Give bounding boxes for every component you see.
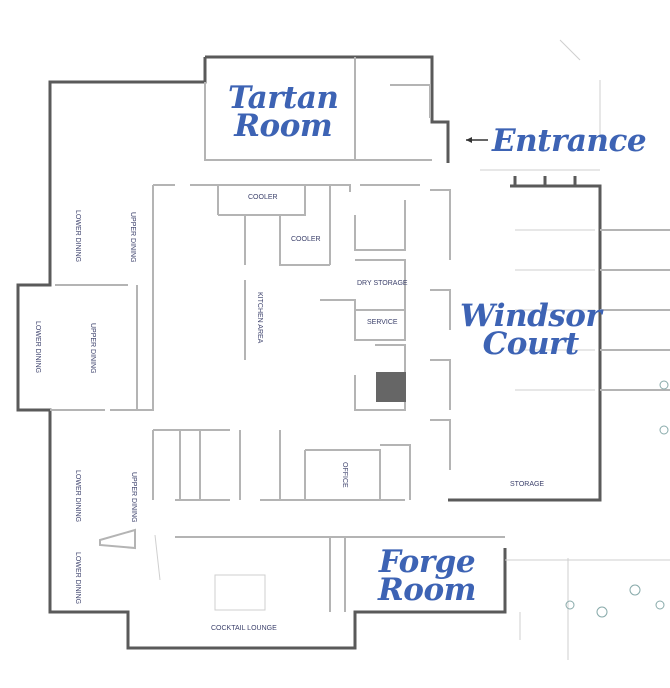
cooler-label: COOLER: [248, 194, 278, 201]
dry-storage-label: DRY STORAGE: [357, 280, 408, 287]
lower-dining-label: LOWER DINING: [34, 321, 41, 374]
storage-label: STORAGE: [510, 481, 545, 488]
upper-dining-label: UPPER DINING: [130, 472, 137, 523]
outer-wall: [16, 55, 507, 650]
entrance-arrow-icon: [466, 137, 488, 143]
inner-walls: [50, 57, 670, 612]
cocktail-lounge-label: COCKTAIL LOUNGE: [211, 625, 277, 632]
lower-dining-label: LOWER DINING: [74, 210, 81, 263]
kitchen-area-label: KITCHEN AREA: [256, 292, 263, 344]
entrance-label: Entrance: [492, 123, 647, 159]
service-label: SERVICE: [367, 319, 398, 326]
fixtures: [154, 39, 670, 660]
upper-dining-label: UPPER DINING: [89, 323, 96, 374]
cooler-label: COOLER: [291, 236, 321, 243]
office-label: OFFICE: [341, 462, 348, 488]
windsor-wall: [448, 176, 602, 502]
elevator-icon: [376, 372, 406, 402]
trees: [565, 380, 669, 618]
lower-dining-label: LOWER DINING: [74, 470, 81, 523]
lower-dining-label: LOWER DINING: [74, 552, 81, 605]
upper-dining-label: UPPER DINING: [129, 212, 136, 263]
